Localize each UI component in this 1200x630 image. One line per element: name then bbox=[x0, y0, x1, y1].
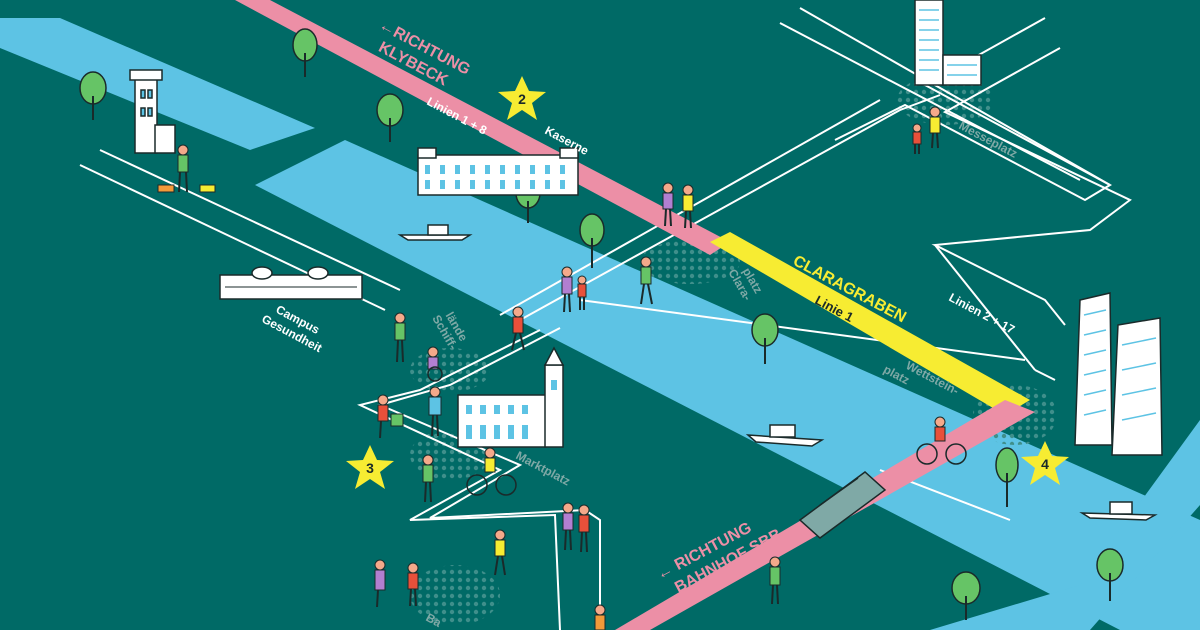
person-icon bbox=[662, 182, 674, 227]
boats bbox=[397, 224, 1158, 521]
person-icon bbox=[912, 123, 922, 154]
tower-building-icon bbox=[129, 69, 176, 154]
tram-line-pink-north bbox=[235, 0, 730, 255]
person-icon bbox=[640, 256, 653, 305]
person-icon bbox=[578, 504, 590, 553]
kaserne-building-icon bbox=[417, 147, 579, 196]
star-3-icon: 3 bbox=[346, 445, 394, 489]
person-icon bbox=[594, 604, 606, 630]
river-band-right bbox=[930, 420, 1200, 630]
person-icon bbox=[769, 556, 781, 605]
person-icon bbox=[428, 386, 442, 437]
dog-icon bbox=[157, 184, 216, 193]
tree-icon bbox=[751, 313, 779, 364]
tram-line-yellow bbox=[710, 232, 1030, 415]
tree-icon bbox=[79, 71, 107, 120]
person-icon bbox=[682, 184, 694, 229]
tree-icon bbox=[951, 571, 981, 620]
tram-vehicle-icon bbox=[798, 471, 887, 539]
person-icon bbox=[511, 306, 525, 351]
star-2-number: 2 bbox=[518, 91, 526, 107]
tree-icon bbox=[376, 93, 404, 142]
people bbox=[157, 106, 967, 630]
stop-marktplatz: Marktplatz bbox=[514, 448, 573, 488]
tree-icon bbox=[292, 28, 318, 77]
tree-icon bbox=[579, 213, 605, 268]
star-4-number: 4 bbox=[1041, 456, 1049, 472]
person-icon bbox=[407, 562, 419, 607]
stars: 2 3 4 bbox=[346, 76, 1069, 489]
messe-tower-icon bbox=[914, 0, 982, 86]
person-icon bbox=[177, 144, 189, 193]
stop-messeplatz: Messeplatz bbox=[957, 118, 1020, 160]
roche-tower-icon bbox=[1074, 292, 1163, 456]
stop-area-bottom bbox=[410, 565, 500, 625]
buildings bbox=[129, 0, 1163, 456]
ferry-boat-icon bbox=[397, 224, 473, 241]
star-2-icon: 2 bbox=[498, 76, 546, 120]
person-icon bbox=[562, 502, 574, 551]
star-4-icon: 4 bbox=[1021, 441, 1069, 485]
ferry-boat-icon bbox=[1079, 501, 1158, 521]
person-icon bbox=[374, 559, 386, 608]
person-icon bbox=[561, 266, 573, 313]
river-band-main bbox=[255, 140, 1200, 630]
person-icon bbox=[929, 106, 941, 149]
stop-bottom-partial: Ba bbox=[424, 610, 444, 630]
wheelchair-person-icon bbox=[427, 346, 443, 382]
cyclist-icon bbox=[466, 447, 517, 496]
line-2-17-label: Linien 2 + 17 bbox=[947, 290, 1018, 336]
person-icon bbox=[577, 275, 587, 310]
person-icon bbox=[422, 454, 434, 503]
stroller-person-icon bbox=[377, 394, 404, 439]
person-icon bbox=[394, 312, 406, 363]
trees bbox=[79, 28, 1124, 620]
rathaus-building-icon bbox=[457, 346, 565, 448]
campus-building-icon bbox=[219, 266, 363, 300]
person-icon bbox=[494, 529, 506, 576]
ferry-boat-icon bbox=[745, 424, 825, 447]
star-3-number: 3 bbox=[366, 460, 374, 476]
tree-icon bbox=[1096, 548, 1124, 601]
tree-icon bbox=[995, 447, 1019, 507]
cyclist-icon bbox=[916, 416, 967, 465]
